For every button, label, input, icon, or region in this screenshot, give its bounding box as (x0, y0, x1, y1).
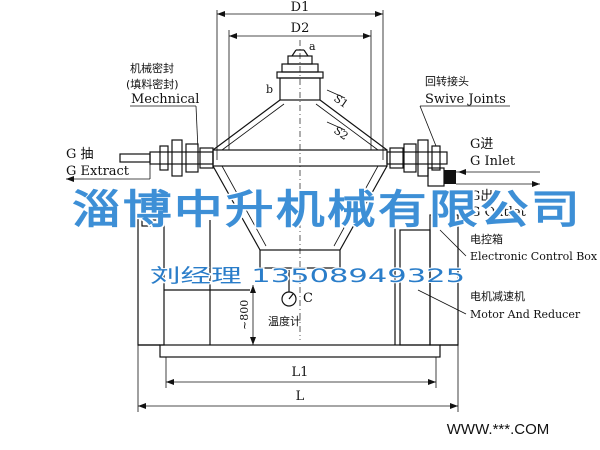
right-shaft-assembly (386, 139, 456, 187)
point-c-label: C (303, 291, 313, 306)
left-shaft-assembly (119, 139, 214, 177)
mechanical-seal-callout: 机械密封 (填料密封) Mechnical (126, 61, 199, 151)
support-frame (137, 214, 459, 358)
point-a-label: a (309, 40, 316, 53)
dimension-l1: L1 (165, 357, 437, 388)
g-outlet-callout: G出 G Outlet (456, 181, 540, 220)
dimension-800: ~800 (238, 285, 256, 345)
control-box-callout: 电控箱 Electronic Control Box (439, 229, 598, 263)
motor-cn-label: 电机减速机 (470, 289, 525, 303)
control-en-label: Electronic Control Box (470, 250, 598, 263)
point-b-label: b (266, 83, 273, 96)
l1-label: L1 (292, 365, 309, 380)
dimension-d2: D2 (228, 21, 372, 150)
g-extract-callout: G 抽 G Extract (66, 147, 151, 182)
g-outlet-en-label: G Outlet (470, 205, 527, 220)
seal-cn-label: 机械密封 (130, 61, 174, 75)
g-extract-cn-label: G 抽 (66, 147, 94, 162)
dimension-l: L (137, 345, 459, 412)
g-inlet-en-label: G Inlet (470, 154, 516, 169)
g-inlet-callout: G进 G Inlet (456, 137, 540, 175)
s1-label: S1 (331, 92, 350, 111)
motor-en-label: Motor And Reducer (470, 308, 581, 321)
seal-cn2-label: (填料密封) (126, 77, 179, 91)
d1-label: D1 (291, 0, 310, 15)
thermometer: C 温度计 (268, 270, 313, 328)
double-cone-body: b S1 S2 (212, 77, 388, 269)
thermometer-label: 温度计 (268, 314, 301, 328)
seal-en-label: Mechnical (131, 92, 199, 107)
website-label: WWW.***.COM (447, 421, 550, 438)
contact-watermark: 刘经理 13508949325 (150, 265, 465, 287)
dimension-d1: D1 (216, 0, 384, 160)
g-outlet-cn-label: G出 (470, 189, 493, 204)
swivel-en-label: Swive Joints (425, 92, 506, 107)
d2-label: D2 (291, 21, 310, 36)
company-watermark: 淄博中升机械有限公司 (72, 187, 582, 233)
swivel-joint-block (444, 170, 456, 184)
control-cn-label: 电控箱 (470, 232, 503, 246)
g-extract-en-label: G Extract (66, 164, 130, 179)
s2-label: S2 (331, 124, 350, 143)
h800-label: ~800 (238, 300, 251, 330)
motor-reducer-callout: 电机减速机 Motor And Reducer (417, 289, 581, 321)
l-label: L (296, 389, 305, 404)
swivel-cn-label: 回转接头 (425, 74, 469, 88)
swivel-joint-callout: 回转接头 Swive Joints (419, 74, 510, 147)
g-inlet-cn-label: G进 (470, 137, 493, 152)
